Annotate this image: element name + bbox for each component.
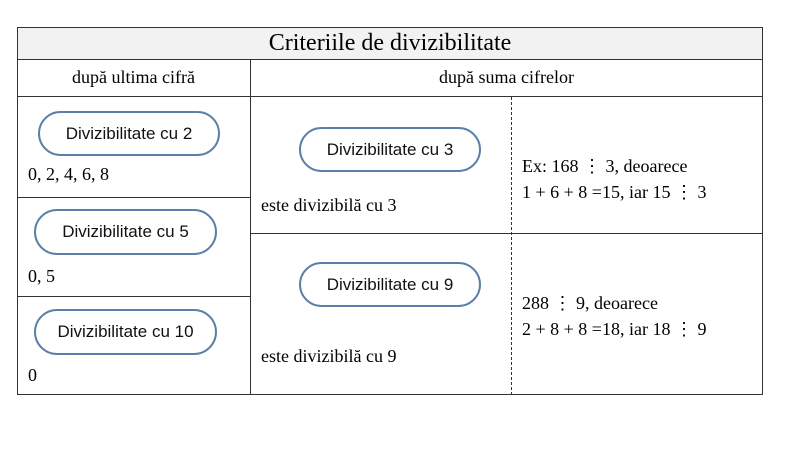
col1-header: după ultima cifră	[72, 67, 195, 87]
example-9-line2: 2 + 8 + 8 =18, iar 18 ⋮ 9	[522, 319, 707, 339]
example-9-line1: 288 ⋮ 9, deoarece	[522, 293, 658, 313]
example-3-line2: 1 + 6 + 8 =15, iar 15 ⋮ 3	[522, 182, 707, 202]
row-divider-right	[250, 233, 763, 234]
example-divider	[511, 97, 512, 395]
table-title: Criteriile de divizibilitate	[17, 27, 763, 60]
digits-divisible-by-2: 0, 2, 4, 6, 8	[28, 164, 109, 184]
rule-divisible-by-3: este divizibilă cu 3	[261, 195, 397, 215]
header-bottom-line	[17, 96, 763, 97]
row-divider-left-1	[17, 197, 250, 198]
pill-divisible-by-3: Divizibilitate cu 3	[299, 127, 481, 172]
digits-divisible-by-10: 0	[28, 365, 37, 385]
pill-divisible-by-9: Divizibilitate cu 9	[299, 262, 481, 307]
rule-divisible-by-9: este divizibilă cu 9	[261, 346, 397, 366]
example-3-line1: Ex: 168 ⋮ 3, deoarece	[522, 156, 688, 176]
pill-divisible-by-2: Divizibilitate cu 2	[38, 111, 220, 156]
pill-divisible-by-5: Divizibilitate cu 5	[34, 209, 217, 255]
column-divider	[250, 60, 251, 395]
digits-divisible-by-5: 0, 5	[28, 266, 55, 286]
col2-header: după suma cifrelor	[439, 67, 574, 87]
row-divider-left-2	[17, 296, 250, 297]
pill-divisible-by-10: Divizibilitate cu 10	[34, 309, 217, 355]
